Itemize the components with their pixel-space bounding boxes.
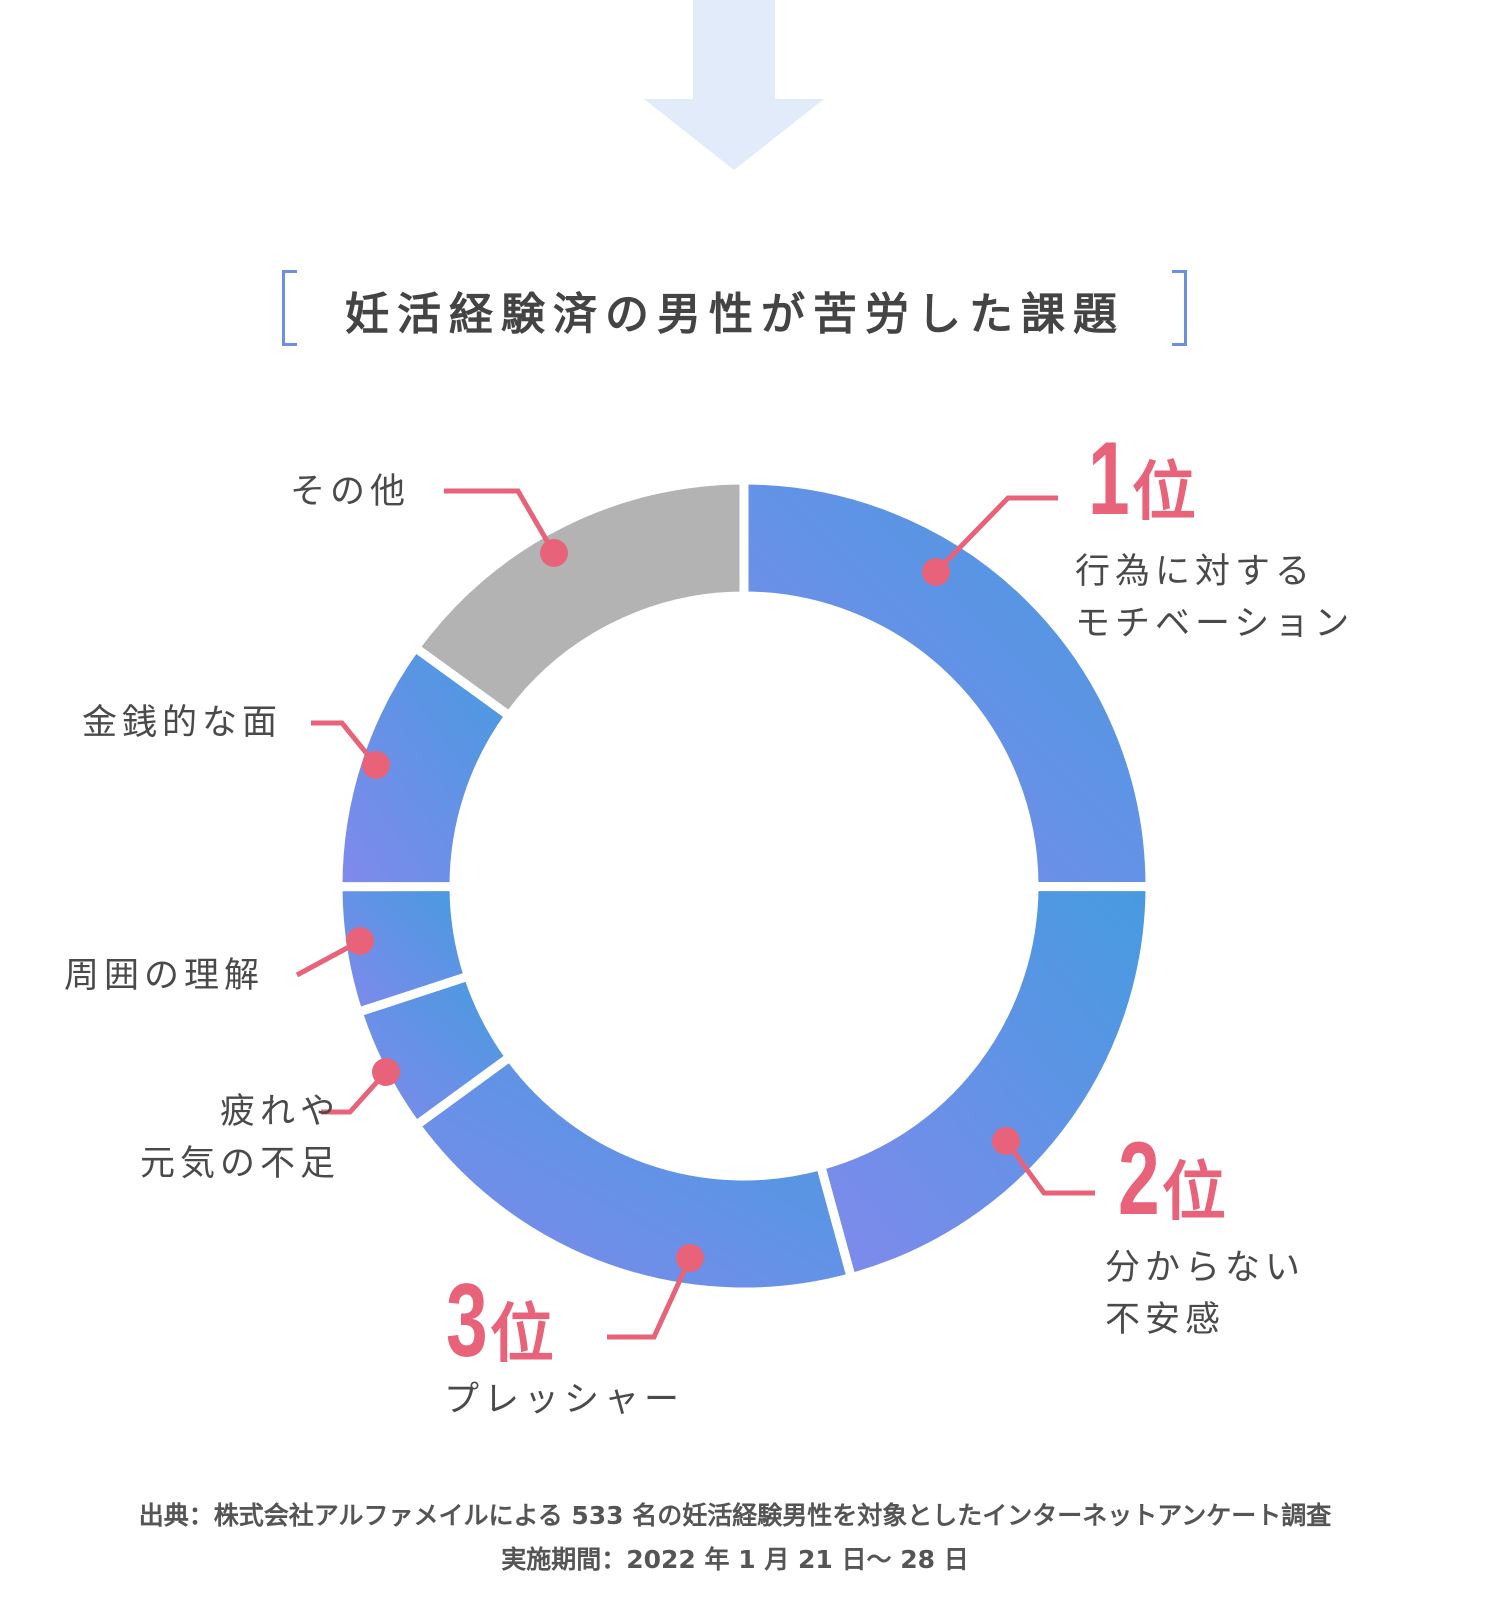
rank-2: 2位 — [1118, 1121, 1226, 1237]
rank-1: 1位 — [1088, 421, 1196, 537]
label-surrounding: 周囲の理解 — [64, 956, 265, 996]
donut-slice — [409, 1050, 857, 1297]
title-bracket-right — [1172, 270, 1187, 346]
leader-dot — [346, 927, 374, 955]
label-other: その他 — [290, 472, 411, 512]
leader-line — [607, 1256, 693, 1340]
survey-period: 実施期間：2022 年 1 月 21 日〜 28 日 — [501, 1545, 969, 1574]
title-bracket-left — [282, 270, 297, 346]
leader-dot — [372, 1058, 400, 1086]
leader-dot — [540, 539, 568, 567]
leader-dot — [362, 751, 390, 779]
donut-slice — [739, 475, 1155, 892]
leader-line — [444, 488, 557, 555]
label-motivation: 行為に対するモチベーション — [1075, 552, 1355, 644]
chart-title: 妊活経験済の男性が苦労した課題 — [345, 289, 1125, 340]
donut-chart — [295, 475, 1155, 1340]
leader-line — [321, 1070, 388, 1115]
donut-slice — [409, 475, 749, 723]
donut-slice — [815, 881, 1155, 1284]
label-pressure: プレッシャー — [444, 1380, 685, 1420]
leader-dot — [922, 558, 950, 586]
leader-line — [311, 720, 378, 767]
leader-line — [1003, 1139, 1095, 1196]
source-note: 出典：株式会社アルファメイルによる 533 名の妊活経験男性を対象としたインター… — [138, 1501, 1332, 1530]
down-arrow-icon — [644, 0, 824, 170]
label-anxiety: 分からない不安感 — [1105, 1248, 1306, 1340]
leader-line — [934, 495, 1058, 574]
rank-3: 3位 — [446, 1263, 554, 1379]
leader-dot — [676, 1244, 704, 1272]
leader-dot — [992, 1127, 1020, 1155]
label-tired: 疲れや元気の不足 — [139, 1092, 340, 1184]
label-money: 金銭的な面 — [82, 703, 283, 743]
